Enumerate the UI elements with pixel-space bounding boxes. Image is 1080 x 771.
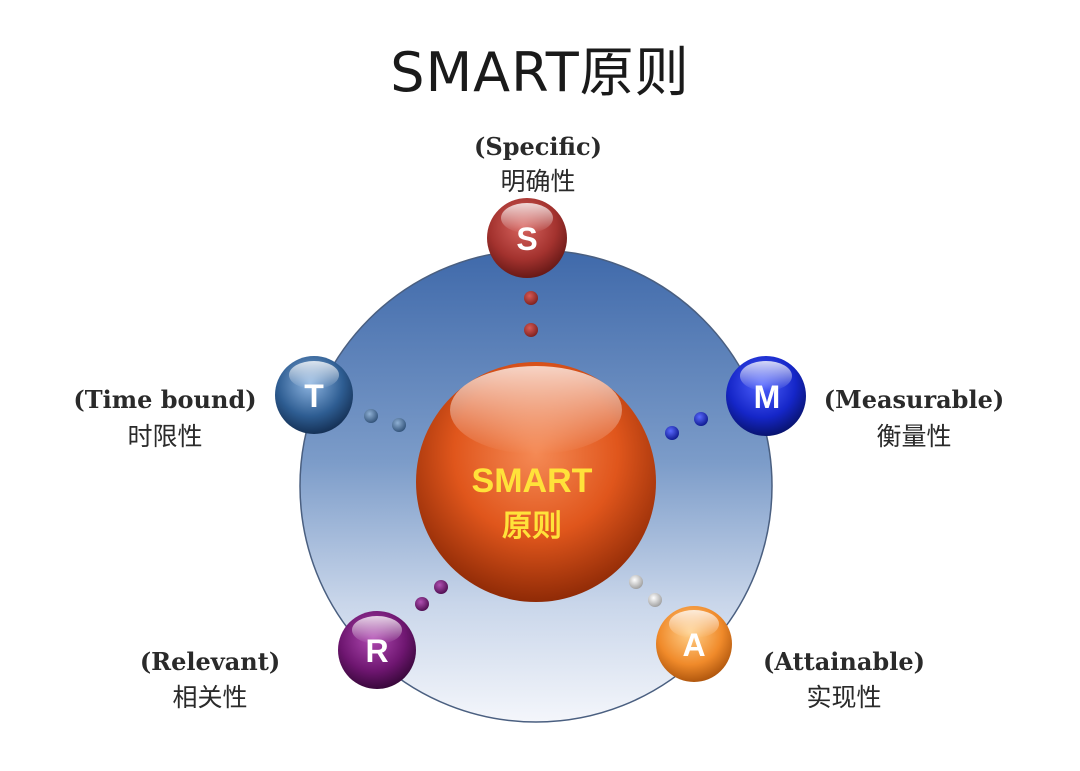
connector-dots-t xyxy=(364,409,406,432)
orb-r-letter: R xyxy=(365,633,388,669)
orb-s-letter: S xyxy=(516,221,537,257)
center-orb: SMART 原则 xyxy=(416,362,656,602)
connector-dots-m xyxy=(665,412,708,440)
connector-dots-a xyxy=(629,575,662,607)
label-m-en: (Measurable) xyxy=(824,385,1004,414)
orb-t-letter: T xyxy=(304,378,324,414)
label-s-zh: 明确性 xyxy=(500,167,575,196)
center-label-en: SMART xyxy=(472,462,593,500)
connector-dots-r xyxy=(415,580,448,611)
label-a-zh: 实现性 xyxy=(806,683,881,712)
label-r-en: (Relevant) xyxy=(140,647,280,676)
orb-m: M xyxy=(726,356,806,436)
orb-m-letter: M xyxy=(754,379,781,415)
label-t-zh: 时限性 xyxy=(127,422,202,451)
orb-s: S xyxy=(487,198,567,278)
orb-a: A xyxy=(656,606,732,682)
label-t-en: (Time bound) xyxy=(73,385,256,414)
label-a-en: (Attainable) xyxy=(763,647,925,676)
label-s-en: (Specific) xyxy=(474,132,602,161)
label-m-zh: 衡量性 xyxy=(876,422,951,451)
label-r-zh: 相关性 xyxy=(172,683,247,712)
orb-a-letter: A xyxy=(682,627,705,663)
connector-dots-s xyxy=(524,291,538,337)
center-label-zh: 原则 xyxy=(502,509,562,544)
orb-t: T xyxy=(275,356,353,434)
orb-r: R xyxy=(338,611,416,689)
page-title: SMART原则 xyxy=(390,41,690,104)
